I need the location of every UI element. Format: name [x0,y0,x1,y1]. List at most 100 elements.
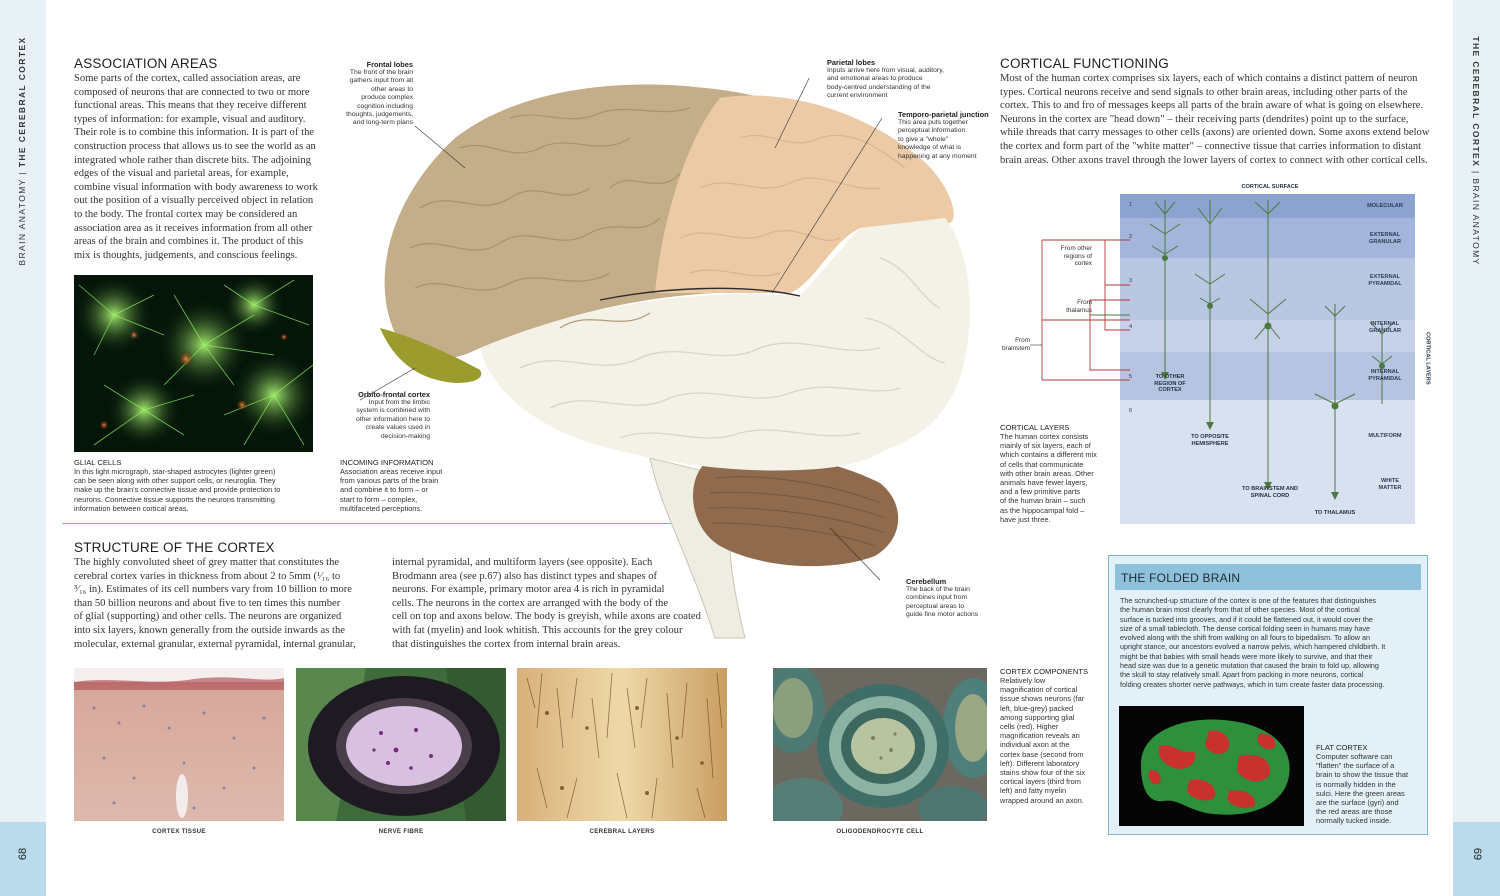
oligodendrocyte-label: OLIGODENDROCYTE CELL [836,828,924,835]
text-line: folding creates shorter nerve pathways, … [1120,679,1385,689]
text-line: cells. The neurons in the cortex are arr… [392,597,669,609]
text-line: the red areas are those [1316,807,1393,817]
text-line: Inputs arrive here from visual, auditory… [827,67,944,74]
functioning-heading: CORTICAL FUNCTIONING [1000,56,1170,71]
text-line: other areas to [371,85,413,93]
incoming-caption: INCOMING INFORMATION Association areas r… [340,458,470,513]
text-line: mainly of six layers, each of [1000,441,1091,451]
text-line: and a few primitive parts [1000,487,1081,497]
text-line: the cortex and form part of the "white m… [1000,140,1422,152]
orbito-frontal-callout: Orbito-frontal cortex Input from the lim… [330,390,430,441]
glial-caption-title: GLIAL CELLS [74,458,122,467]
text-line: of the human brain – such [1000,496,1086,506]
text-line: The front of the brain [349,69,413,76]
left-side-strip [0,0,46,896]
folded-brain-title-bar [1115,564,1421,590]
text-line: produce complex [361,94,413,102]
text-line: cerebral cortex varies in thickness from… [74,570,341,582]
text-line: have just three. [1000,514,1051,524]
cortex-components-body: Relatively low magnification of cortical… [1000,676,1098,805]
flat-cortex-body: Computer software can "flatten" the surf… [1316,752,1421,826]
layer-name-6: MULTIFORM [1368,433,1402,439]
layer-name-5: INTERNAL PYRAMIDAL [1368,369,1402,382]
text-line: sulci. Here the green areas [1316,788,1405,798]
right-running-head-chapter: THE CEREBRAL CORTEX [1471,36,1481,168]
incoming-caption-body: Association areas receive input from var… [340,467,470,513]
cerebellum-title: Cerebellum [906,577,947,586]
text-line: upright stance, our ancestors evolved a … [1120,642,1386,652]
text-line: to give a "whole" [898,135,949,143]
temporo-parietal-callout: Temporo-parietal junction This area puts… [898,110,998,161]
text-line: than 50 billion neurons and about five t… [74,597,341,609]
text-line: In this light micrograph, star-shaped as… [74,467,276,476]
text-line: functional areas. This means that they r… [74,100,307,112]
text-line: animals have fewer layers, [1000,478,1088,488]
output-thalamus: TO THALAMUS [1314,510,1356,516]
text-line: from various parts of the brain [340,476,439,486]
text-line: and long-term plans [352,119,413,127]
structure-col1: The highly convoluted sheet of grey matt… [74,556,374,651]
text-line: decision-making [380,432,430,440]
text-line: body-centred understanding of the [827,83,931,91]
frontal-lobes-body: The front of the brain gathers input fro… [318,69,413,128]
text-line: surface is tucked into grooves, and if i… [1120,614,1373,624]
output-other-region: TO OTHER REGION OF CORTEX [1154,374,1186,394]
text-line: composed of neurons that are connected t… [74,86,310,98]
cerebral-layers-image [517,668,727,821]
temporal-lobe [480,294,916,471]
layer-name-4: INTERNAL GRANULAR [1368,321,1401,334]
text-line: cells (red). Higher [1000,722,1059,732]
text-line: Input from the limbic [368,399,430,406]
text-line: might be that babies with small heads we… [1120,651,1373,661]
left-running-head-section: BRAIN ANATOMY [17,178,27,266]
text-line: the human brain most clearly from that o… [1120,605,1360,615]
cortex-tissue-image [74,668,284,821]
frontal-lobes-callout: Frontal lobes The front of the brain gat… [318,60,413,128]
text-line: of glial (supporting) and other cells. T… [74,611,342,623]
input-lines [1030,239,1130,381]
brain-illustration [360,78,970,639]
layer-name-2: EXTERNAL GRANULAR [1368,232,1401,245]
text-line: Neurons in the cortex are "head down" – … [1000,113,1409,125]
text-line: This area puts together [898,119,968,126]
cortical-layers-caption-body: The human cortex consists mainly of six … [1000,432,1104,524]
text-line: stains show four of the six [1000,768,1086,778]
layer-number-3: 3 [1129,278,1133,284]
parietal-lobe [655,95,954,293]
text-line: left). Different laboratory [1000,758,1080,768]
neuron-drawing [1149,200,1395,500]
orbito-frontal-title: Orbito-frontal cortex [358,390,430,399]
output-brainstem-spinal: TO BRAINSTEM AND SPINAL CORD [1242,486,1298,499]
folded-brain-box: THE FOLDED BRAIN The scrunched-up struct… [1108,555,1428,835]
cerebellum-callout: Cerebellum The back of the brain combine… [906,577,1001,620]
text-line: normally tucked inside. [1316,816,1392,826]
text-line: Most of the human cortex comprises six l… [1000,73,1418,84]
text-line: neurons. Connective tissue supports the … [74,494,275,504]
text-line: with other brain areas. Other [1000,468,1094,478]
text-line: and emotional areas to produce [827,75,923,83]
text-line: multifaceted perceptions. [340,503,423,513]
text-line: evolved along with the shift from walkin… [1120,633,1370,643]
text-line: mix is thoughts, judgements, and conscio… [74,249,298,261]
parietal-lobes-title: Parietal lobes [827,58,876,67]
left-page-number: 68 [17,847,29,861]
nerve-fibre-image [296,668,506,821]
text-line: ³⁄₁₆ in). Estimates of its cell numbers … [74,584,353,596]
text-line: edges of the visual and parietal areas, … [74,168,289,180]
text-line: combines input from [906,594,968,602]
text-line: cognition including [357,102,413,110]
oligodendrocyte-image [773,668,987,821]
text-line: types. Cortical neurons receive and send… [1000,86,1408,98]
text-line: the skull to stay relatively small. Apar… [1120,670,1364,680]
text-line: size of a small tablecloth. The dense co… [1120,623,1370,633]
orbito-frontal-body: Input from the limbic system is combined… [330,399,430,441]
functioning-body: Most of the human cortex comprises six l… [1000,72,1445,167]
text-line: head size was due to a genetic mutation … [1120,661,1379,671]
cortical-layers-diagram: 1 2 3 4 5 6 MOLECULAR EXTERNAL GRANULAR … [1120,194,1415,524]
text-line: system is combined with [356,407,430,415]
text-line: neurons. For example, primary motor area… [392,584,665,596]
text-line: The back of the brain [906,586,970,593]
input-from-other-regions: From other regions of cortex [1060,245,1092,268]
layer-number-6: 6 [1129,408,1133,414]
left-page-number-tab [0,822,46,896]
